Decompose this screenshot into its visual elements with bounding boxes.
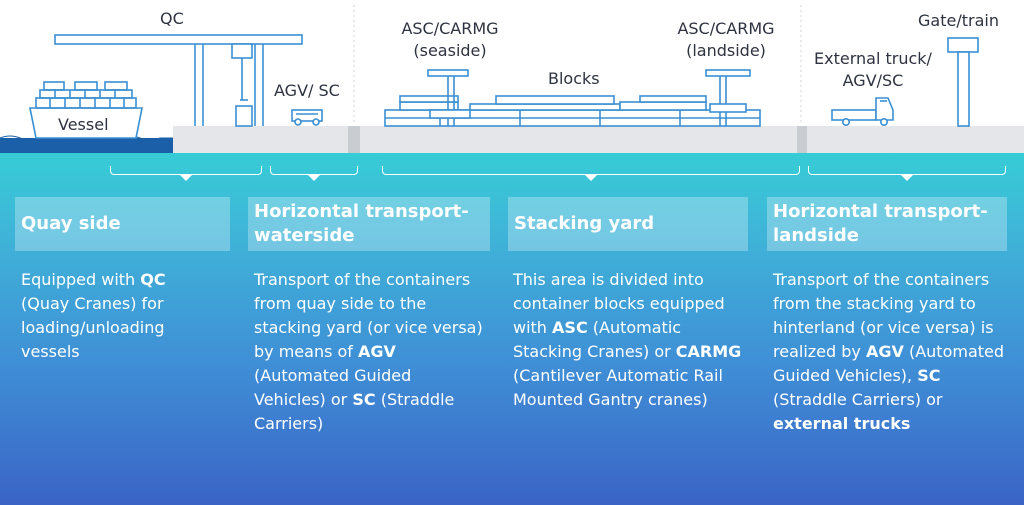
blocks-label: Blocks: [548, 69, 600, 88]
agv-sc-label: AGV/ SC: [274, 81, 340, 100]
gate-icon: [947, 37, 979, 127]
vessel-icon: [29, 81, 143, 139]
landside-title: Horizontal transport-landside: [767, 197, 1007, 251]
gate-train-label: Gate/train: [918, 11, 999, 30]
waterside-title: Horizontal transport-waterside: [248, 197, 490, 251]
water: [0, 138, 173, 153]
landside-bracket: [808, 166, 1006, 181]
waterside-bracket: [270, 166, 358, 181]
external-truck-label: External truck/AGV/SC: [814, 49, 932, 90]
stacking-yard-bracket: [382, 166, 800, 181]
qc-label: QC: [160, 9, 184, 28]
quay-side-title: Quay side: [15, 197, 230, 251]
stacking-yard-description: This area is divided into container bloc…: [513, 270, 742, 409]
waterside-description: Transport of the containers from quay si…: [254, 270, 483, 433]
asc-landside-label: ASC/CARMG(landside): [677, 19, 775, 60]
ground-gap: [797, 126, 807, 153]
ground-yard: [360, 126, 797, 153]
quay-side-description: Equipped with QC (Quay Cranes) for loadi…: [21, 270, 166, 361]
gradient-background: [0, 150, 1024, 505]
stacking-yard-title: Stacking yard: [508, 197, 748, 251]
terminal-illustration: [0, 5, 1024, 153]
vessel-label: Vessel: [58, 115, 109, 134]
landside-description: Transport of the containers from the sta…: [773, 270, 1005, 433]
asc-seaside-label: ASC/CARMG(seaside): [401, 19, 499, 60]
external-truck-icon: [831, 97, 894, 127]
ground-road: [348, 126, 360, 153]
asc-seaside-crane-icon: [427, 69, 471, 126]
qc-crane-icon: [54, 34, 303, 127]
asc-landside-crane-icon: [705, 69, 751, 126]
quay-side-bracket: [110, 166, 262, 181]
agv-icon: [291, 109, 323, 126]
ground-quay: [173, 126, 348, 153]
ground-land: [807, 126, 1024, 153]
